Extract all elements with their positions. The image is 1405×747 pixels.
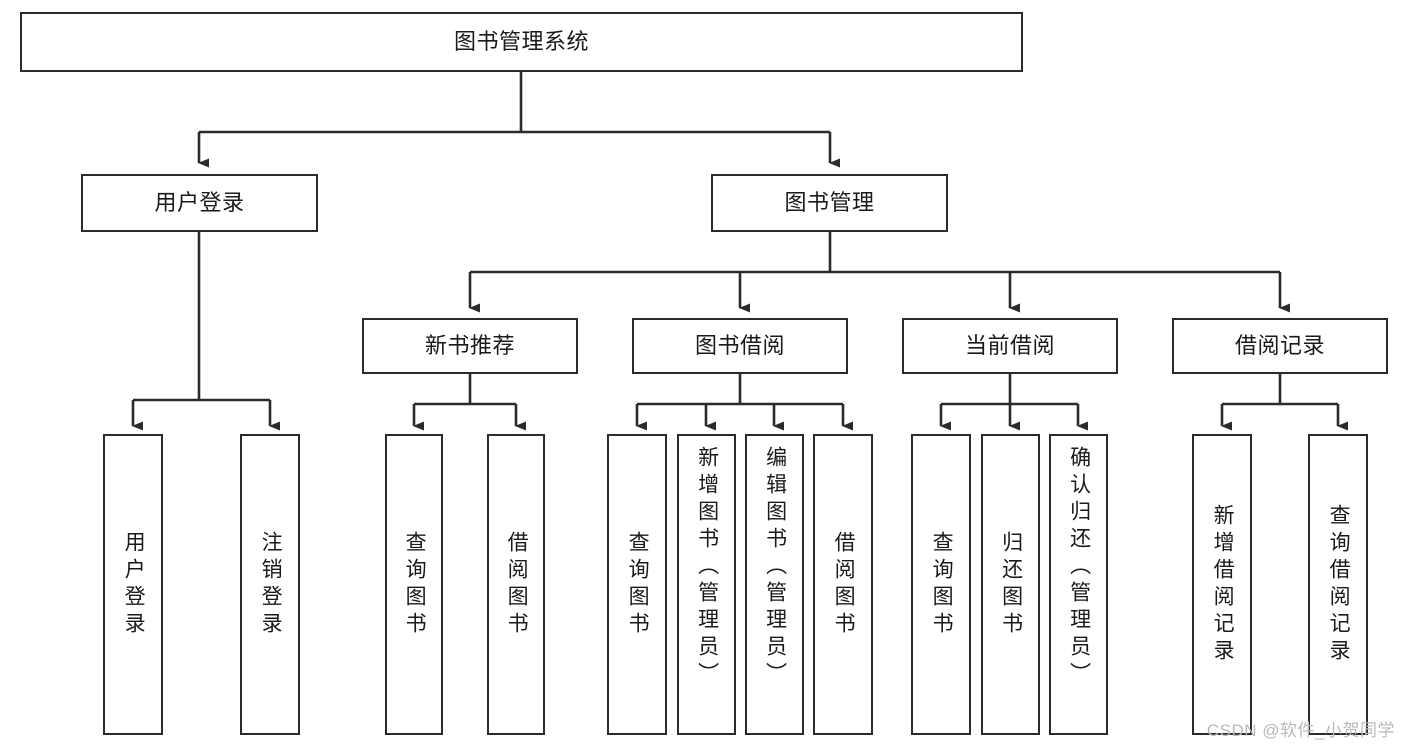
- node-borrow-record-label: 借阅记录: [1234, 332, 1325, 358]
- leaf-user-login-signout[interactable]: 注销登录: [240, 434, 300, 735]
- leaf-currentborrow-confirm-return-label: 确认归还（管理员）: [1067, 446, 1091, 689]
- leaf-borrowrecord-add-record[interactable]: 新增借阅记录: [1192, 434, 1252, 735]
- leaf-currentborrow-query-book[interactable]: 查询图书: [911, 434, 971, 735]
- leaf-bookborrow-query-book[interactable]: 查询图书: [607, 434, 667, 735]
- leaf-borrowrecord-query-record-label: 查询借阅记录: [1327, 503, 1351, 666]
- leaf-currentborrow-return-book-label: 归还图书: [999, 530, 1023, 639]
- leaf-bookborrow-add-book[interactable]: 新增图书（管理员）: [677, 434, 736, 735]
- leaf-user-login-signin[interactable]: 用户登录: [103, 434, 163, 735]
- leaf-bookborrow-borrow-book[interactable]: 借阅图书: [813, 434, 873, 735]
- leaf-newbook-borrow-book-label: 借阅图书: [505, 530, 529, 639]
- node-root-system-label: 图书管理系统: [453, 28, 589, 54]
- leaf-user-login-signout-label: 注销登录: [259, 530, 283, 639]
- node-new-book-recommend-label: 新书推荐: [424, 332, 515, 358]
- leaf-borrowrecord-add-record-label: 新增借阅记录: [1211, 503, 1235, 666]
- leaf-currentborrow-query-book-label: 查询图书: [930, 530, 954, 639]
- leaf-currentborrow-confirm-return[interactable]: 确认归还（管理员）: [1049, 434, 1108, 735]
- node-user-login[interactable]: 用户登录: [81, 174, 318, 232]
- node-book-management-label: 图书管理: [784, 189, 875, 215]
- leaf-bookborrow-edit-book[interactable]: 编辑图书（管理员）: [745, 434, 804, 735]
- leaf-borrowrecord-query-record[interactable]: 查询借阅记录: [1308, 434, 1368, 735]
- node-book-management[interactable]: 图书管理: [711, 174, 948, 232]
- leaf-currentborrow-return-book[interactable]: 归还图书: [981, 434, 1040, 735]
- leaf-user-login-signin-label: 用户登录: [122, 530, 146, 639]
- node-user-login-label: 用户登录: [154, 189, 245, 215]
- leaf-bookborrow-edit-book-label: 编辑图书（管理员）: [763, 446, 787, 689]
- leaf-newbook-query-book-label: 查询图书: [403, 530, 427, 639]
- node-book-borrow[interactable]: 图书借阅: [632, 318, 848, 374]
- leaf-bookborrow-add-book-label: 新增图书（管理员）: [695, 446, 719, 689]
- node-root-system[interactable]: 图书管理系统: [20, 12, 1023, 72]
- node-current-borrow-label: 当前借阅: [964, 332, 1055, 358]
- node-book-borrow-label: 图书借阅: [694, 332, 785, 358]
- node-current-borrow[interactable]: 当前借阅: [902, 318, 1118, 374]
- leaf-newbook-query-book[interactable]: 查询图书: [385, 434, 443, 735]
- node-borrow-record[interactable]: 借阅记录: [1172, 318, 1388, 374]
- node-new-book-recommend[interactable]: 新书推荐: [362, 318, 578, 374]
- leaf-bookborrow-query-book-label: 查询图书: [626, 530, 650, 639]
- leaf-newbook-borrow-book[interactable]: 借阅图书: [487, 434, 545, 735]
- leaf-bookborrow-borrow-book-label: 借阅图书: [832, 530, 856, 639]
